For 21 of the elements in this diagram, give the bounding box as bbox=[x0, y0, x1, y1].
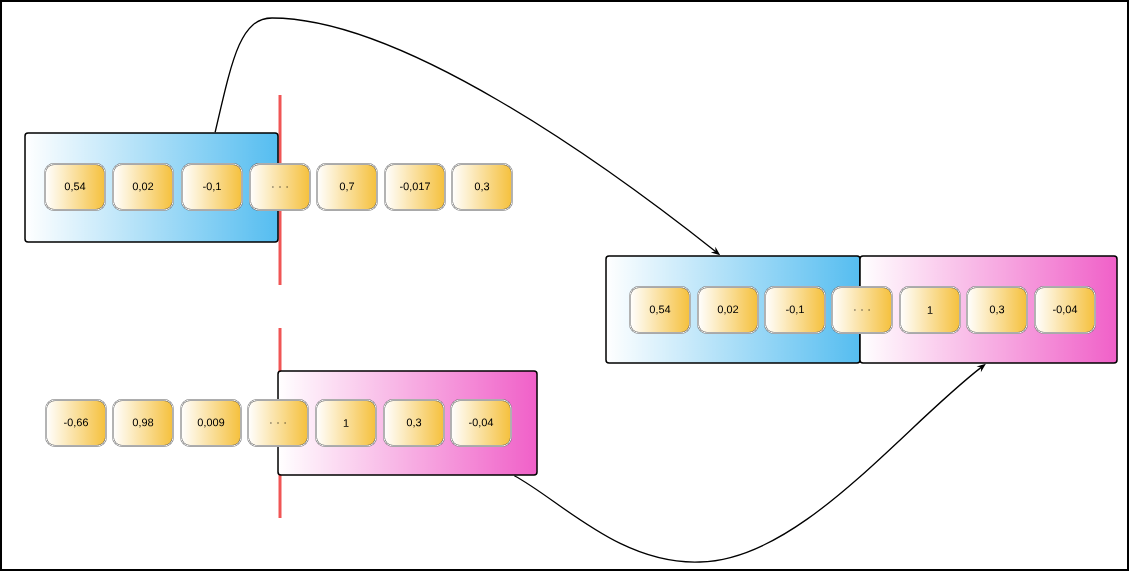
value-cell: . . . bbox=[247, 399, 309, 447]
value-cell: 1 bbox=[315, 399, 377, 447]
value-cell: 0,02 bbox=[112, 163, 174, 211]
value-cell: -0,04 bbox=[450, 399, 512, 447]
value-cell: 0,02 bbox=[697, 286, 759, 334]
value-cell: 0,3 bbox=[383, 399, 445, 447]
value-cell: 0,3 bbox=[966, 286, 1028, 334]
value-cell: 0,98 bbox=[112, 399, 174, 447]
value-cell: -0,017 bbox=[384, 163, 446, 211]
value-cell: 0,3 bbox=[451, 163, 513, 211]
value-cell: -0,66 bbox=[45, 399, 107, 447]
value-cell: 0,009 bbox=[180, 399, 242, 447]
value-cell: . . . bbox=[249, 163, 311, 211]
value-cell: . . . bbox=[831, 286, 893, 334]
value-cell: -0,04 bbox=[1034, 286, 1096, 334]
value-cell: 0,54 bbox=[629, 286, 691, 334]
value-cell: 1 bbox=[899, 286, 961, 334]
value-cell: 0,7 bbox=[316, 163, 378, 211]
value-cell: -0,1 bbox=[181, 163, 243, 211]
value-cell: -0,1 bbox=[764, 286, 826, 334]
value-cell: 0,54 bbox=[44, 163, 106, 211]
